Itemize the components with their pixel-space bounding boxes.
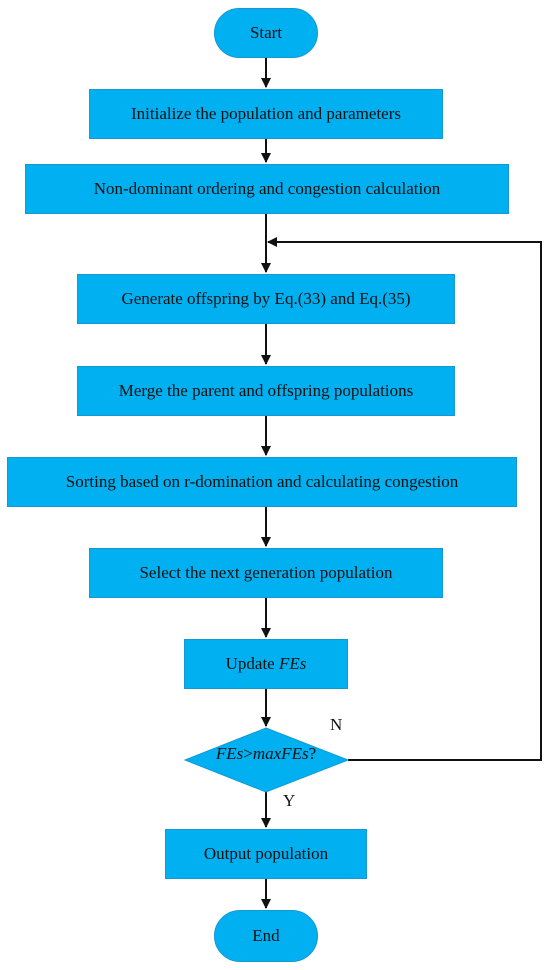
update-label: Update FEs — [226, 654, 307, 674]
generate-offspring-step: Generate offspring by Eq.(33) and Eq.(35… — [77, 274, 455, 324]
loop-back-connector — [267, 237, 542, 761]
yes-branch-label: Y — [283, 791, 296, 810]
initialize-step: Initialize the population and parameters — [89, 89, 443, 139]
end-label: End — [252, 926, 280, 945]
merge-label: Merge the parent and offspring populatio… — [118, 381, 414, 400]
generate-offspring-label: Generate offspring by Eq.(33) and Eq.(35… — [121, 289, 411, 308]
decision-diamond — [183, 727, 350, 793]
sorting-label: Sorting based on r-domination and calcul… — [65, 472, 459, 491]
no-branch-label: N — [330, 715, 343, 734]
nondominant-step: Non-dominant ordering and congestion cal… — [25, 164, 509, 214]
decision-left: FEs — [215, 744, 244, 763]
update-fes-step: Update FEs — [184, 639, 348, 689]
sorting-step: Sorting based on r-domination and calcul… — [7, 457, 517, 507]
decision-right: maxFEs — [252, 744, 309, 763]
initialize-label: Initialize the population and parameters — [130, 104, 401, 123]
nondominant-label: Non-dominant ordering and congestion cal… — [93, 179, 441, 198]
update-variable: FEs — [278, 654, 307, 673]
output-population-step: Output population — [165, 829, 367, 879]
end-terminal: End — [214, 910, 318, 962]
output-population-label: Output population — [203, 844, 329, 863]
decision-label: FEs>maxFEs? — [185, 744, 347, 764]
decision-operator: > — [243, 744, 253, 763]
select-step: Select the next generation population — [89, 548, 443, 598]
update-prefix: Update — [225, 654, 279, 673]
start-label: Start — [249, 23, 283, 42]
select-label: Select the next generation population — [139, 563, 393, 582]
decision-question-mark: ? — [308, 744, 317, 763]
start-terminal: Start — [214, 8, 318, 58]
merge-step: Merge the parent and offspring populatio… — [77, 366, 455, 416]
